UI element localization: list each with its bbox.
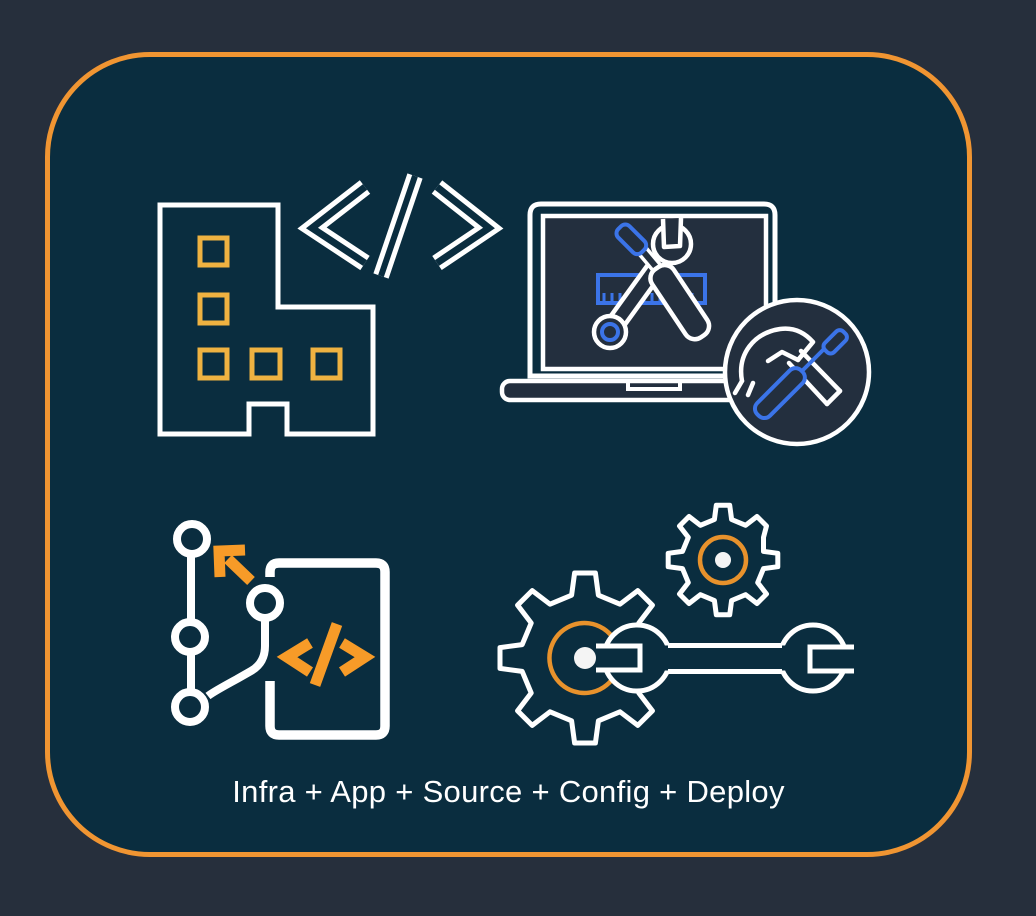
building-icon <box>157 202 376 437</box>
large-gear-icon <box>497 570 673 746</box>
hammer-screwdriver-badge-icon <box>722 297 872 447</box>
small-gear-icon <box>665 502 781 618</box>
wrench-icon <box>596 622 854 694</box>
laptop-base-notch <box>626 382 682 391</box>
arrow-up-left-icon <box>213 544 255 585</box>
building-windows <box>197 235 343 381</box>
box-code-glyph <box>276 622 376 687</box>
code-icon <box>297 173 504 279</box>
screen-screwdriver-icon <box>614 222 712 342</box>
badge-screwdriver-icon <box>752 328 849 421</box>
git-branch-code-icon <box>171 520 390 740</box>
laptop-tools-icon <box>499 201 872 447</box>
code-box <box>265 558 390 740</box>
caption: Infra + App + Source + Config + Deploy <box>232 774 785 809</box>
git-graph <box>171 520 284 726</box>
gears-wrench-icon <box>497 502 854 746</box>
